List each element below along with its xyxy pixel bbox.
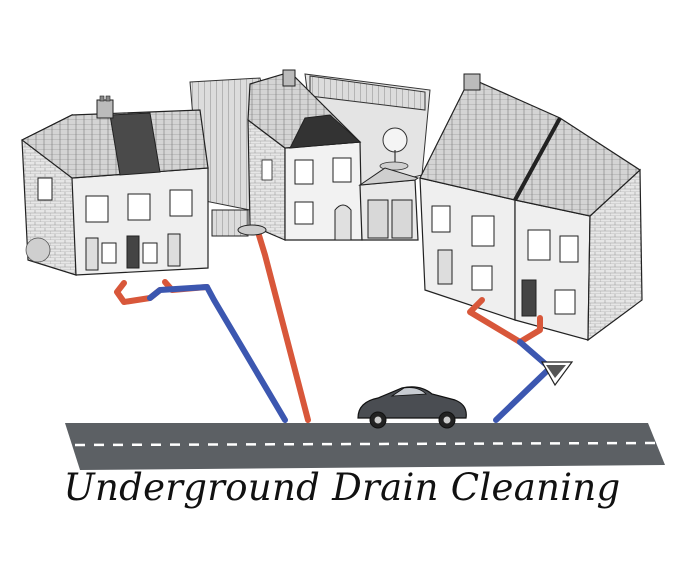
blue-pipe-right	[493, 339, 553, 423]
red-pipe-center	[255, 229, 311, 423]
diagram-caption: Underground Drain Cleaning	[63, 466, 621, 509]
road	[65, 423, 665, 470]
blue-pipe-left	[147, 284, 288, 423]
drain-inspection-chamber	[237, 224, 574, 387]
tree-icon	[379, 127, 409, 171]
detached-house-center	[211, 69, 420, 241]
terrace-house-right	[419, 73, 643, 342]
terrace-house-left	[20, 95, 209, 276]
drain-pipes	[114, 229, 553, 423]
car-icon	[357, 386, 467, 429]
